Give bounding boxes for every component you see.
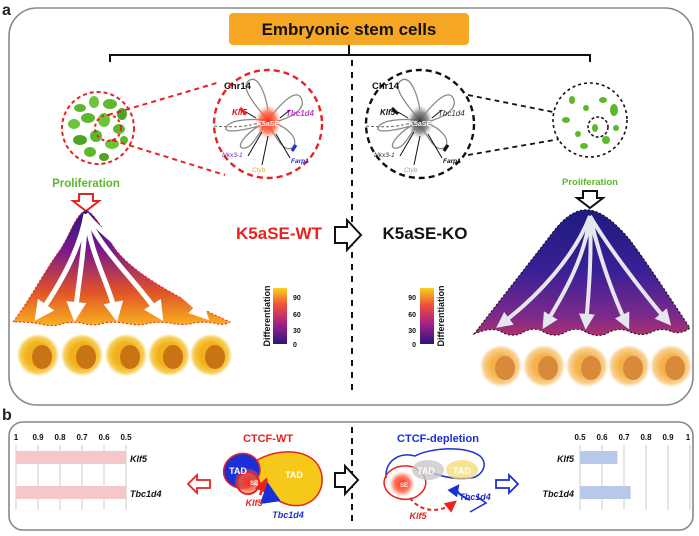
right-bar-chart: 0.5 0.6 0.7 0.8 0.9 1 Klf5 Tbc1d4 [542,433,691,510]
left-colorbar-tick-90: 90 [293,295,301,302]
left-differentiated-cells [17,334,232,376]
left-proliferation: Proliferation [52,178,120,190]
left-ctyb-label: Ctyb [252,167,266,174]
right-ctyb-label: Ctyb [404,167,418,174]
right-differentiated-cells [480,345,692,387]
left-hollow-arrow [186,472,211,496]
ctcf-depletion-tad-left: TAD [417,466,435,476]
right-tick-6: 1 [686,433,691,442]
right-condition: K5aSE-KO [382,224,467,243]
right-se-label: K5aSE [409,121,432,128]
left-gene-tbc1d4: Tbc1d4 [130,489,162,499]
right-tick-5: 0.9 [662,433,674,442]
ctcf-depletion-klf5: Klf5 [409,511,427,521]
right-tick-1: 0.5 [574,433,586,442]
panel-b-label: b [2,407,12,424]
left-se-label: K5aSE [257,121,280,128]
left-tick-5: 0.6 [98,433,110,442]
left-tick-6: 0.5 [120,433,132,442]
panel-b-frame [8,421,694,531]
left-bar-klf5 [16,451,126,464]
right-differentiation-mountain [472,209,691,336]
ctcf-wt-se: SE [250,481,258,487]
ctcf-wt-tad-left: TAD [229,466,247,476]
left-bar-tbc1d4 [16,486,126,499]
left-chromosome-zoom: Chr14 Klf5 Tbc1d4 K5aSE Nkx3-1 Ctyb Farp… [212,68,324,180]
right-klf5-label: Klf5 [380,108,396,117]
right-proliferation: Proliferation [562,177,618,188]
left-tbc1d4-label: Tbc1d4 [286,109,315,118]
left-gene-klf5: Klf5 [130,454,148,464]
right-nkx-label: Nkx3-1 [374,152,395,159]
header-bracket [109,45,591,62]
right-gene-tbc1d4: Tbc1d4 [542,489,574,499]
left-colorbar-tick-30: 30 [293,328,301,335]
left-colorbar: 90 60 30 0 Differentiation [262,285,301,349]
left-proliferation-arrow [70,193,102,213]
right-tick-2: 0.6 [596,433,608,442]
left-colorbar-tick-60: 60 [293,312,301,319]
right-proliferation-arrow [574,190,606,210]
right-bar-klf5 [580,451,618,464]
left-tick-2: 0.9 [32,433,44,442]
ctcf-depletion-tad-right: TAD [453,466,471,476]
left-colorbar-tick-0: 0 [293,342,297,349]
header-title: Embryonic stem cells [262,20,437,39]
right-gene-klf5: Klf5 [557,454,575,464]
right-colorbar-tick-30: 30 [408,328,416,335]
right-tick-3: 0.7 [618,433,630,442]
right-colorbar-tick-60: 60 [408,312,416,319]
ctcf-arrow [334,463,360,497]
left-tick-3: 0.8 [54,433,66,442]
right-farp1-label: Farp1 [443,158,461,165]
right-zoom-lines [467,94,584,156]
right-colorbar-tick-90: 90 [408,295,416,302]
ctcf-depletion-schematic: TAD TAD SE Klf5 Tbc1d4 [383,448,491,521]
left-klf5-label: Klf5 [232,108,248,117]
right-bar-tbc1d4 [580,486,631,499]
ctcf-depletion-tbc1d4: Tbc1d4 [459,492,491,502]
panel-a-label: a [2,2,11,19]
left-condition: K5aSE-WT [236,224,323,243]
right-hollow-arrow [495,472,520,496]
left-colorbar-title: Differentiation [262,285,272,346]
header-box [229,13,469,45]
right-colony [552,82,628,158]
condition-arrow [334,217,363,253]
right-colorbar: 90 60 30 0 Differentiation [408,285,446,349]
left-tick-1: 1 [14,433,19,442]
left-differentiation-mountain [11,209,232,327]
left-farp1-label: Farp1 [291,158,309,165]
ctcf-wt-title: CTCF-WT [243,433,293,445]
right-tick-4: 0.8 [640,433,652,442]
left-zoom-lines [107,81,226,176]
right-colorbar-title: Differentiation [436,285,446,346]
panel-a-frame [8,7,694,406]
right-tbc1d4-label: Tbc1d4 [438,109,465,118]
left-bar-chart: 1 0.9 0.8 0.7 0.6 0.5 Klf5 Tbc1d4 [14,433,162,510]
right-chromosome-zoom: Chr14 Klf5 Tbc1d4 K5aSE Nkx3-1 Ctyb Farp… [364,68,476,180]
ctcf-wt-schematic: TAD TAD SE Klf5 Tbc1d4 [222,451,323,520]
left-nkx-label: Nkx3-1 [222,152,243,159]
ctcf-wt-tbc1d4: Tbc1d4 [272,510,304,520]
ctcf-depletion-se: SE [400,483,408,489]
right-chr-label: Chr14 [372,81,400,92]
ctcf-wt-klf5: Klf5 [245,498,263,508]
ctcf-wt-tad-right: TAD [285,470,303,480]
left-colony [61,91,135,165]
left-chr-label: Chr14 [224,81,252,92]
right-colorbar-tick-0: 0 [412,342,416,349]
left-tick-4: 0.7 [76,433,88,442]
ctcf-depletion-title: CTCF-depletion [397,433,479,445]
